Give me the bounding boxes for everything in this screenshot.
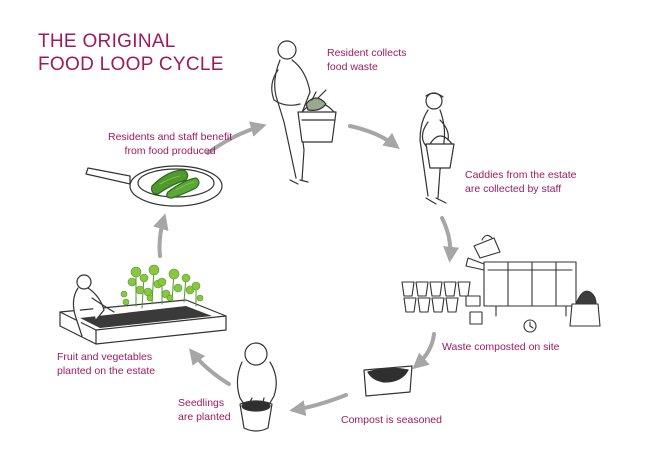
arrow-caddies-to-compost xyxy=(440,216,460,263)
arrow-compost-to-seasoned xyxy=(412,332,436,370)
caption-resident-collects: Resident collects food waste xyxy=(327,46,406,74)
caption-residents-benefit: Residents and staff benefit from food pr… xyxy=(108,130,232,158)
caption-caddies-collected: Caddies from the estate are collected by… xyxy=(465,168,576,196)
compost-tray-illustration xyxy=(363,365,413,397)
caption-compost-seasoned: Compost is seasoned xyxy=(341,413,442,427)
plant-foliage xyxy=(120,264,204,306)
title-line-2: FOOD LOOP CYCLE xyxy=(38,54,224,75)
caption-line: Resident collects xyxy=(327,47,407,59)
caption-line: from food produced xyxy=(124,145,216,157)
resident-collects-illustration xyxy=(271,40,337,185)
planting-bed-illustration xyxy=(59,264,227,345)
arrow-benefit-to-collect xyxy=(206,121,267,155)
caption-line: planted on the estate xyxy=(57,365,156,377)
arrow-planted-to-benefit xyxy=(153,213,169,258)
caption-line: are collected by staff xyxy=(465,183,562,195)
staff-carries-caddy-illustration xyxy=(419,92,455,205)
caption-seedlings-planted: Seedlings are planted xyxy=(178,396,231,424)
arrow-collect-to-caddies xyxy=(348,124,400,149)
title-line-1: THE ORIGINAL xyxy=(38,31,176,52)
caption-line: Seedlings xyxy=(178,397,225,409)
diagram-title: THE ORIGINAL FOOD LOOP CYCLE xyxy=(38,30,224,76)
caption-line: Residents and staff benefit xyxy=(108,131,233,143)
arrow-seedlings-to-planted xyxy=(189,348,231,386)
caption-line: Waste composted on site xyxy=(442,341,560,353)
cycle-arrows xyxy=(153,121,460,417)
caddy-row xyxy=(401,281,471,313)
arrow-seasoned-to-seedlings xyxy=(289,393,348,417)
caption-fruit-vegetables: Fruit and vegetables planted on the esta… xyxy=(57,350,155,378)
caption-line: Compost is seasoned xyxy=(341,414,442,426)
caption-line: are planted xyxy=(178,411,231,423)
caption-line: Caddies from the estate xyxy=(465,169,577,181)
caption-line: Fruit and vegetables xyxy=(57,351,153,363)
caption-waste-composted: Waste composted on site xyxy=(442,340,560,354)
caption-line: food waste xyxy=(327,61,378,73)
seedlings-planted-illustration xyxy=(236,342,277,432)
compost-site-illustration xyxy=(401,234,601,333)
frying-pan-illustration xyxy=(85,165,223,207)
